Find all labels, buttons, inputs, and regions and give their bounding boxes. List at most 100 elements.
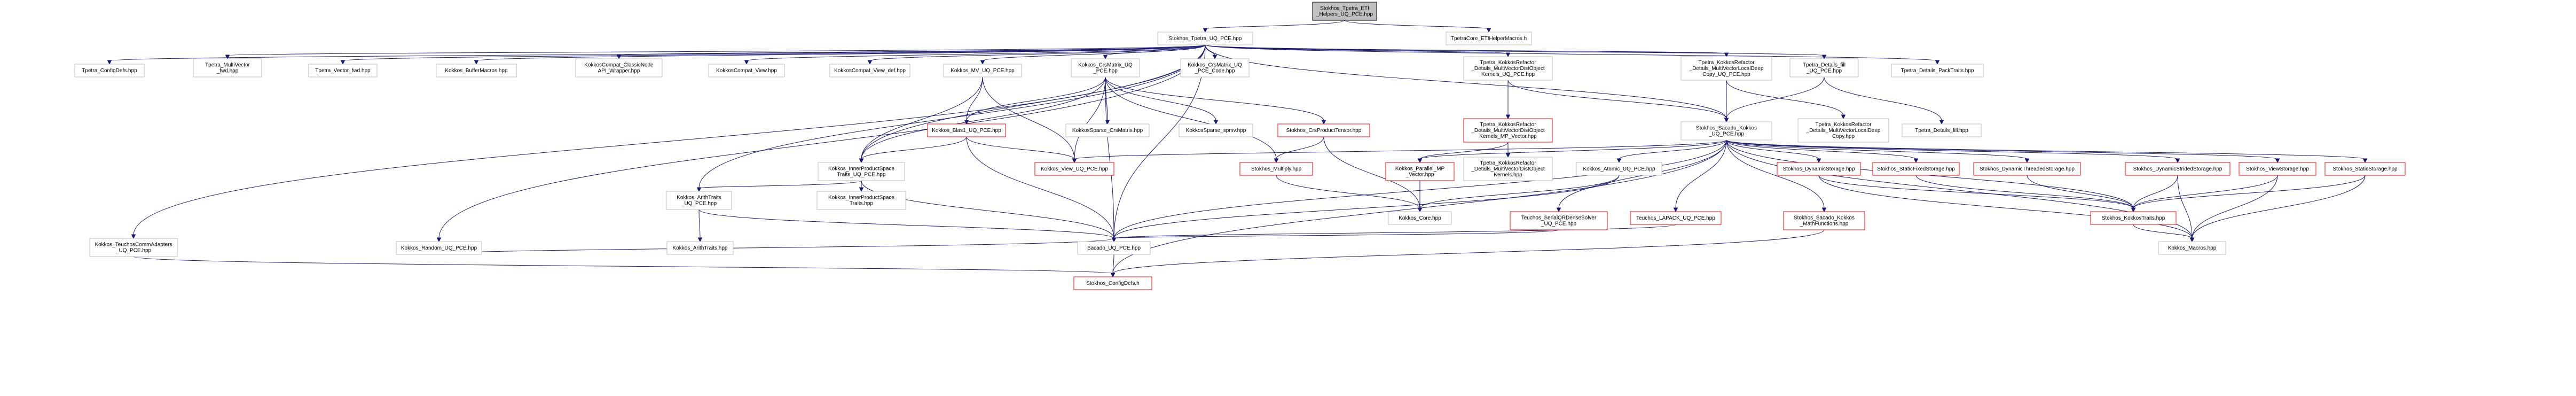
node-tpetra-details-fill-uq[interactable]: Tpetra_Details_fill_UQ_PCE.hpp: [1789, 58, 1859, 77]
node-kokkos-teuchoscommadapters-uq[interactable]: Kokkos_TeuchosCommAdapters_UQ_PCE.hpp: [89, 238, 178, 257]
node-root[interactable]: Stokhos_Tpetra_ETI_Helpers_UQ_PCE.hpp: [1312, 2, 1377, 21]
node-tpetra-kr-mvdot[interactable]: Tpetra_KokkosRefactor_Details_MultiVecto…: [1463, 56, 1553, 81]
node-label: Stokhos_Multiply.hpp: [1251, 166, 1302, 172]
node-box: [1463, 118, 1553, 143]
node-label: Tpetra_KokkosRefactor: [1815, 122, 1872, 128]
node-kokkos-crsmatrix-uq-code[interactable]: Kokkos_CrsMatrix_UQ_PCE_Code.hpp: [1180, 58, 1250, 77]
node-stokhos-kokkostraits[interactable]: Stokhos_KokkosTraits.hpp: [2090, 211, 2177, 225]
node-stokhos-crsproducttensor[interactable]: Stokhos_CrsProductTensor.hpp: [1277, 123, 1370, 137]
node-box: [1065, 123, 1150, 137]
node-kokkos-core[interactable]: Kokkos_Core.hpp: [1388, 211, 1452, 225]
node-box: [193, 58, 262, 77]
node-stokhos-viewstorage[interactable]: Stokhos_ViewStorage.hpp: [2239, 162, 2316, 176]
node-stokhos-staticfixedstorage[interactable]: Stokhos_StaticFixedStorage.hpp: [1872, 162, 1960, 176]
node-box: [1891, 64, 1984, 77]
node-label: Tpetra_KokkosRefactor: [1480, 122, 1536, 128]
node-tpetra-configdefs[interactable]: Tpetra_ConfigDefs.hpp: [74, 64, 145, 77]
edge-stokhos_staticstorage-to-stokhos_kokkostraits: [2131, 175, 2366, 213]
node-kokkossparse-crsmatrix[interactable]: KokkosSparse_CrsMatrix.hpp: [1065, 123, 1150, 137]
node-tpetra-kr-mvlocaldeep[interactable]: Tpetra_KokkosRefactor_Details_MultiVecto…: [1680, 56, 1772, 81]
node-kokkos-blas1-uq[interactable]: Kokkos_Blas1_UQ_PCE.hpp: [927, 123, 1006, 137]
node-box: [396, 241, 482, 255]
node-label: _UQ_PCE.hpp: [681, 201, 717, 207]
node-label: _Details_MultiVectorDistObject: [1471, 128, 1544, 134]
node-box: [575, 58, 663, 77]
node-tpetra-uq[interactable]: Stokhos_Tpetra_UQ_PCE.hpp: [1157, 32, 1253, 45]
node-tpetra-vector-fwd[interactable]: Tpetra_Vector_fwd.hpp: [308, 64, 378, 77]
node-label: Kokkos_Random_UQ_PCE.hpp: [401, 245, 477, 251]
node-box: [1630, 211, 1722, 225]
node-teuchos-lapack-uq[interactable]: Teuchos_LAPACK_UQ_PCE.hpp: [1630, 211, 1722, 225]
node-box: [1388, 211, 1452, 225]
node-tpetra-kr-mvlocaldeep-plain[interactable]: Tpetra_KokkosRefactor_Details_MultiVecto…: [1797, 118, 1889, 143]
node-tpetra-details-fill[interactable]: Tpetra_Details_fill.hpp: [1902, 123, 1982, 137]
node-tpetra-kr-mvdot-vector[interactable]: Tpetra_KokkosRefactor_Details_MultiVecto…: [1463, 118, 1553, 143]
edge-tpetra_details_fill_uq-to-tpetra_details_fill: [1824, 76, 1944, 125]
node-stokhos-multiply[interactable]: Stokhos_Multiply.hpp: [1239, 162, 1313, 176]
node-stokhos-dynamicstridedstorage[interactable]: Stokhos_DynamicStridedStorage.hpp: [2125, 162, 2231, 176]
edge-stokhos_viewstorage-to-stokhos_kokkostraits: [2131, 175, 2278, 213]
node-kokkos-atomic-uq[interactable]: Kokkos_Atomic_UQ_PCE.hpp: [1576, 162, 1662, 176]
edge-tpetra_details_fill_uq-to-stokhos_sacado_kokkos_uq: [1724, 76, 1825, 123]
node-label: Stokhos_CrsProductTensor.hpp: [1286, 128, 1362, 134]
node-label: Stokhos_StaticStorage.hpp: [2332, 166, 2398, 172]
node-label: _Details_MultiVectorDistObject: [1471, 166, 1544, 172]
node-kokkos-aritraits-uq[interactable]: Kokkos_ArithTraits_UQ_PCE.hpp: [666, 191, 732, 210]
edge-stokhos_sacado_kokkos_uq-to-stokhos_sacado_kokkos_mathfunctions: [1726, 139, 1827, 213]
node-label: Kokkos_BufferMacros.hpp: [445, 68, 508, 74]
node-box: [708, 64, 785, 77]
node-label: Stokhos_ConfigDefs.h: [1086, 281, 1140, 286]
node-label: Kokkos_Atomic_UQ_PCE.hpp: [1583, 166, 1655, 172]
node-kokkos-arithtraits[interactable]: Kokkos_ArithTraits.hpp: [666, 241, 734, 255]
node-tpetra-details-packtraits[interactable]: Tpetra_Details_PackTraits.hpp: [1891, 64, 1984, 77]
node-kokkos-innerproductspace-uq[interactable]: Kokkos_InnerProductSpaceTraits_UQ_PCE.hp…: [818, 162, 905, 181]
node-box: [1872, 162, 1960, 176]
node-label: TpetraCore_ETIHelperMacros.h: [1451, 36, 1527, 42]
node-label: Stokhos_StaticFixedStorage.hpp: [1877, 166, 1955, 172]
node-kokkos-macros[interactable]: Kokkos_Macros.hpp: [2158, 241, 2226, 255]
node-stokhos-sacado-kokkos-uq[interactable]: Stokhos_Sacado_Kokkos_UQ_PCE.hpp: [1680, 121, 1772, 141]
node-label: Kokkos_Parallel_MP: [1395, 166, 1445, 172]
edge-stokhos_sacado_kokkos_uq-to-kokkos_parallel_mp_vector: [1417, 139, 1727, 164]
edge-sacado_uq_pce-to-stokhos_configdefs: [1110, 254, 1116, 278]
edge-stokhos_dynamicstorage-to-kokkos_macros: [1818, 175, 2195, 243]
node-tpetra-kr-mvdot-plain[interactable]: Tpetra_KokkosRefactor_Details_MultiVecto…: [1463, 157, 1553, 181]
node-label: KokkosSparse_CrsMatrix.hpp: [1072, 128, 1143, 134]
node-stokhos-configdefs[interactable]: Stokhos_ConfigDefs.h: [1073, 276, 1152, 290]
node-stokhos-dynamicstorage[interactable]: Stokhos_DynamicStorage.hpp: [1777, 162, 1861, 176]
edge-kokkos_aritraits_uq-to-sacado_uq_pce: [698, 209, 1117, 243]
edge-kokkos_innerproductspace_uq-to-kokkos_aritraits_uq: [696, 180, 862, 192]
node-kokkos-buffermacros[interactable]: Kokkos_BufferMacros.hpp: [436, 64, 517, 77]
node-label: Stokhos_Tpetra_ETI: [1320, 6, 1369, 12]
node-stokhos-sacado-kokkos-mathfunctions[interactable]: Stokhos_Sacado_Kokkos_MathFunctions.hpp: [1783, 211, 1865, 230]
node-box: [2090, 211, 2177, 225]
node-label: Kokkos_Core.hpp: [1399, 215, 1441, 221]
node-label: Kokkos_CrsMatrix_UQ: [1188, 63, 1242, 68]
edge-stokhos_sacado_kokkos_uq-to-stokhos_viewstorage: [1726, 139, 2280, 164]
node-stokhos-dynamicthreadedstorage[interactable]: Stokhos_DynamicThreadedStorage.hpp: [1973, 162, 2081, 176]
node-stokhos-staticstorage[interactable]: Stokhos_StaticStorage.hpp: [2324, 162, 2406, 176]
edge-stokhos_sacado_kokkos_uq-to-stokhos_staticstorage: [1726, 139, 2368, 164]
node-kokkossparse-spmv[interactable]: KokkosSparse_spmv.hpp: [1179, 123, 1253, 137]
node-kokkos-random-uq[interactable]: Kokkos_Random_UQ_PCE.hpp: [396, 241, 482, 255]
node-label: Kokkos_Macros.hpp: [2168, 245, 2217, 251]
node-tpetracore-eti[interactable]: TpetraCore_ETIHelperMacros.h: [1446, 32, 1532, 45]
node-sacado-uq-pce[interactable]: Sacado_UQ_PCE.hpp: [1077, 241, 1151, 255]
node-kokkoscompat-view[interactable]: KokkosCompat_View.hpp: [708, 64, 785, 77]
node-kokkos-crsmatrix-uq[interactable]: Kokkos_CrsMatrix_UQ_PCE.hpp: [1071, 58, 1140, 77]
edge-stokhos_sacado_kokkos_uq-to-kokkos_view_uq: [1072, 139, 1727, 164]
node-box: [1077, 241, 1151, 255]
node-kokkos-view-uq[interactable]: Kokkos_View_UQ_PCE.hpp: [1034, 162, 1114, 176]
node-kokkos-mv-uq[interactable]: Kokkos_MV_UQ_PCE.hpp: [943, 64, 1022, 77]
node-box: [666, 191, 732, 210]
node-kokkoscompat-view-def[interactable]: KokkosCompat_View_def.hpp: [829, 64, 910, 77]
node-kokkos-parallel-mp-vector[interactable]: Kokkos_Parallel_MP_Vector.hpp: [1385, 162, 1455, 181]
edge-kokkos_aritraits_uq-to-kokkos_arithtraits: [697, 209, 703, 243]
node-box: [1446, 32, 1532, 45]
node-teuchos-serialqr-uq[interactable]: Teuchos_SerialQRDenseSolver_UQ_PCE.hpp: [1510, 211, 1608, 230]
node-tpetra-multivector-fwd[interactable]: Tpetra_MultiVector_fwd.hpp: [193, 58, 262, 77]
node-label: _UQ_PCE.hpp: [1806, 68, 1842, 74]
